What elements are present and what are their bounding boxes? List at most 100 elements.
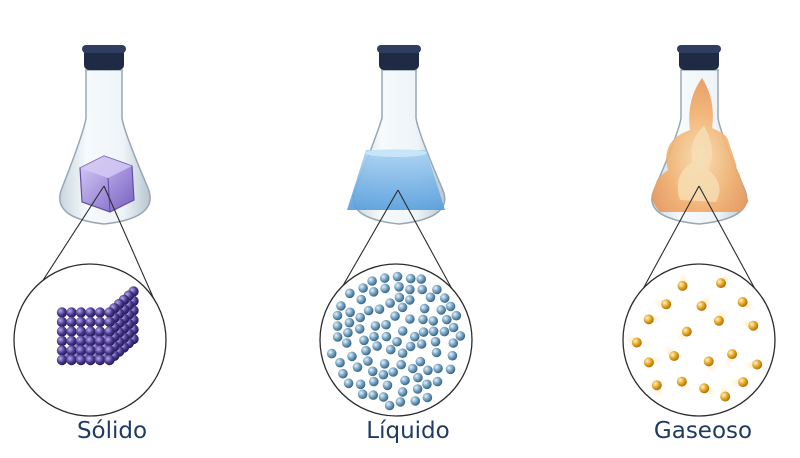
- solid-molecule: [56, 326, 68, 337]
- liquid-molecule: [415, 356, 426, 367]
- liquid-molecule: [418, 327, 429, 337]
- gas-motion-trail: [655, 391, 663, 398]
- liquid-molecule: [436, 305, 447, 315]
- liquid-molecule: [400, 375, 410, 386]
- liquid-molecule: [374, 304, 385, 315]
- liquid-molecule: [354, 324, 365, 334]
- solid-molecule: [104, 326, 115, 337]
- liquid-molecule: [368, 287, 379, 297]
- gas-molecule: [703, 356, 714, 367]
- water-surface: [365, 149, 427, 157]
- liquid-molecule: [442, 314, 452, 325]
- solid-molecule: [104, 345, 115, 356]
- liquid-molecule: [367, 276, 377, 286]
- solid-molecule: [85, 335, 96, 347]
- liquid-molecule: [395, 397, 406, 407]
- gas-motion-trail: [747, 304, 754, 311]
- liquid-molecule: [335, 357, 345, 368]
- solid-molecule: [66, 316, 77, 328]
- gas-motion-trail: [684, 386, 691, 393]
- gas-motion-trail: [654, 356, 662, 363]
- liquid-molecule: [380, 283, 390, 294]
- liquid-molecule: [423, 365, 433, 376]
- liquid-molecule: [432, 376, 443, 387]
- solid-molecule: [56, 316, 68, 328]
- liquid-molecule: [445, 301, 456, 312]
- liquid-molecule: [368, 390, 379, 400]
- solid-molecule: [94, 354, 106, 366]
- liquid-molecule: [419, 303, 430, 314]
- flask-stopper: [84, 48, 124, 70]
- liquid-molecule: [439, 293, 450, 303]
- liquid-molecule: [332, 332, 343, 342]
- solid-molecule: [94, 326, 106, 337]
- solid-flask: [59, 45, 151, 225]
- liquid-molecule: [345, 288, 355, 299]
- flask-stopper-top: [677, 45, 721, 53]
- gas-molecule: [651, 380, 662, 391]
- liquid-molecule: [341, 338, 352, 348]
- solid-molecule: [104, 354, 115, 366]
- liquid-molecule: [397, 326, 408, 336]
- liquid-molecule: [388, 367, 399, 377]
- liquid-molecule: [343, 378, 354, 389]
- liquid-molecule: [430, 336, 441, 347]
- solid-molecule: [85, 316, 96, 328]
- liquid-molecule: [416, 274, 427, 284]
- solid-molecule-lattice: [56, 286, 139, 366]
- gas-motion-trail: [744, 362, 751, 369]
- flask-stopper: [679, 48, 719, 70]
- liquid-molecule: [357, 389, 368, 400]
- gas-molecule: [681, 326, 692, 337]
- liquid-molecule: [381, 331, 392, 342]
- gas-molecule: [669, 351, 680, 361]
- gas-motion-trail: [624, 335, 632, 342]
- liquid-molecule: [397, 387, 408, 397]
- liquid-molecule: [422, 392, 433, 403]
- flask-stopper-top: [82, 45, 126, 53]
- gas-motion-trail: [709, 389, 716, 397]
- liquid-molecule: [361, 345, 371, 356]
- liquid-molecule: [367, 366, 378, 377]
- solid-molecule: [85, 354, 96, 366]
- liquid-molecule: [370, 321, 381, 331]
- solid-molecule: [104, 316, 115, 328]
- liquid-molecules: [326, 271, 466, 411]
- ice-cube: [79, 155, 135, 213]
- solid-molecule: [75, 354, 87, 366]
- liquid-molecule: [405, 314, 415, 324]
- liquid-molecule: [363, 356, 373, 366]
- liquid-molecule: [413, 372, 423, 383]
- gas-molecule: [738, 377, 749, 388]
- solid-molecule: [75, 316, 87, 328]
- liquid-molecule: [378, 369, 389, 380]
- liquid-molecule: [445, 364, 456, 375]
- solid-molecule: [56, 307, 68, 318]
- liquid-molecule: [397, 348, 408, 359]
- solid-molecule: [56, 354, 68, 366]
- gas-motion-trail: [725, 273, 732, 281]
- gas-motion-trail: [676, 335, 684, 342]
- liquid-molecule: [385, 344, 396, 355]
- gas-motion-trail: [653, 299, 660, 307]
- solid-molecule: [56, 335, 68, 347]
- liquid-molecule: [369, 331, 379, 342]
- liquid-molecule: [344, 317, 355, 328]
- liquid-molecule: [448, 338, 459, 348]
- gas-molecule: [643, 314, 654, 325]
- gas-molecule: [631, 337, 642, 348]
- gas-motion-trail: [664, 345, 671, 353]
- liquid-molecule: [385, 298, 395, 308]
- liquid-molecule: [332, 310, 343, 321]
- liquid-molecule: [422, 379, 432, 390]
- liquid-molecule: [384, 400, 395, 411]
- liquid-molecule: [336, 301, 346, 311]
- label-gas: Gaseoso: [653, 418, 753, 444]
- liquid-molecule: [394, 292, 405, 303]
- liquid-molecule: [392, 271, 403, 282]
- liquid-molecule: [428, 316, 439, 326]
- liquid-molecule: [407, 363, 418, 374]
- solid-molecule: [85, 307, 96, 318]
- gas-molecule: [748, 320, 759, 331]
- liquid-molecule: [326, 348, 337, 359]
